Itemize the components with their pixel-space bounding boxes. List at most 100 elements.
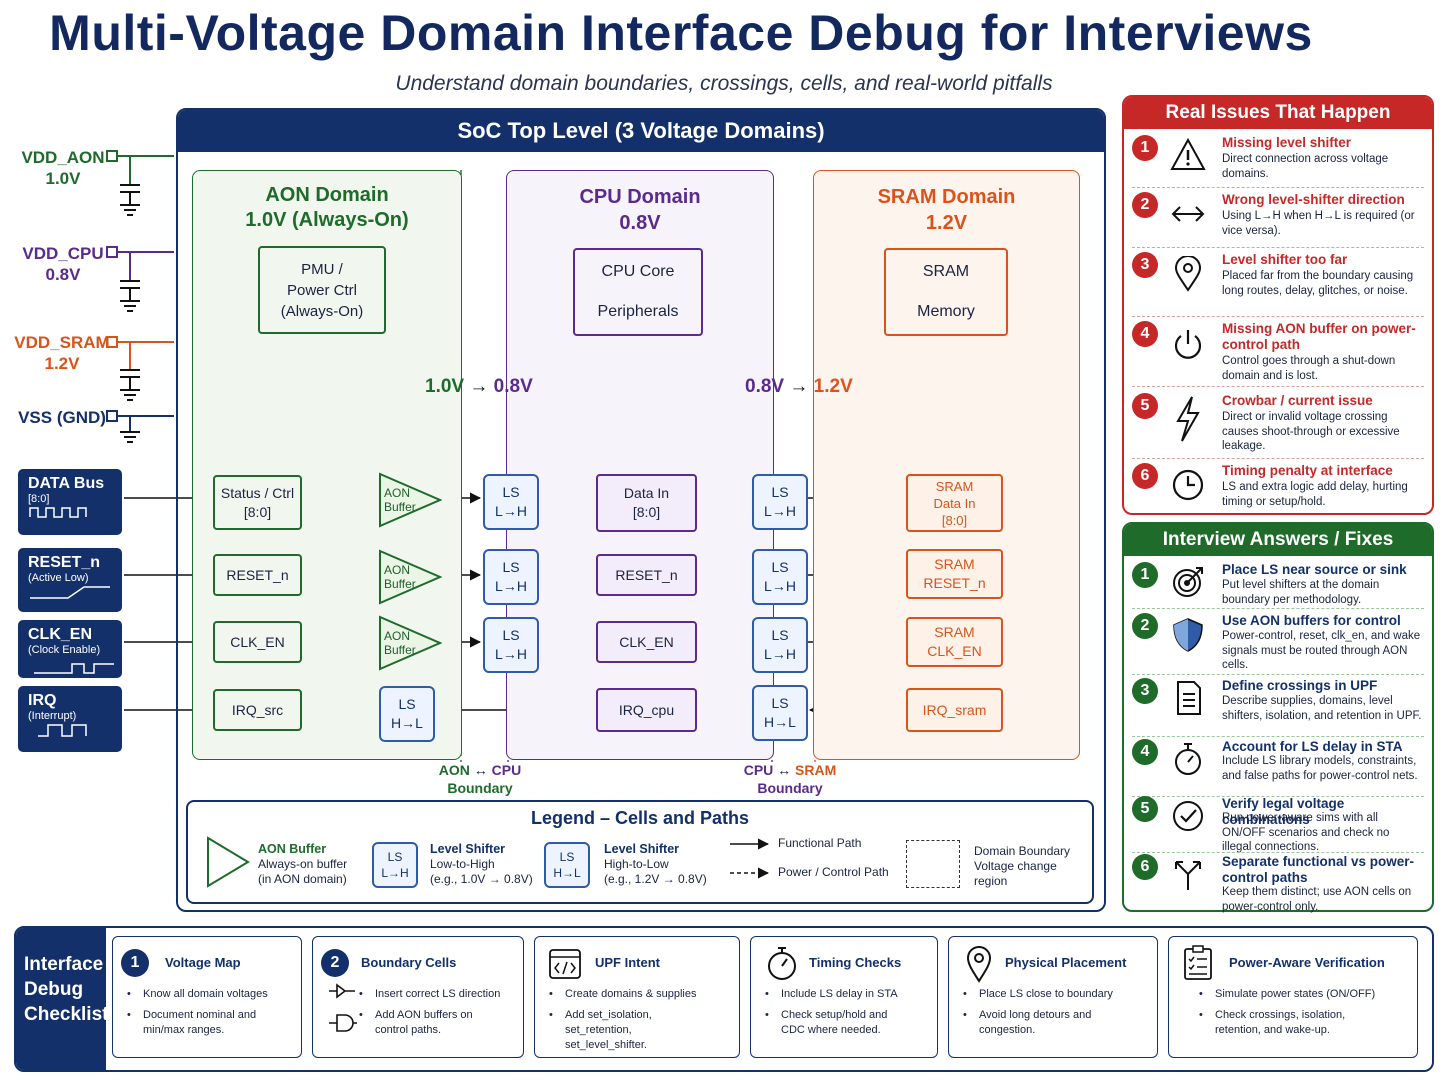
checklist-title-line: Checklist — [24, 1004, 109, 1025]
port-irq: IRQ (Interrupt) — [18, 686, 122, 752]
cpu-data-in-block: Data In[8:0] — [596, 474, 697, 532]
issues-title: Real Issues That Happen — [1124, 97, 1432, 129]
sram-reset-block: SRAM RESET_n — [906, 549, 1003, 599]
legend-power-path: Power / Control Path — [778, 865, 889, 879]
issue-desc: Using L→H when H→L is required (or vice … — [1222, 210, 1415, 237]
legend-line: (in AON domain) — [258, 872, 347, 886]
ls-dir: H→L — [553, 866, 581, 880]
answer-item: 2 Use AON buffers for control Power-cont… — [1130, 613, 1422, 673]
divider — [1132, 674, 1424, 675]
pmu-line: PMU / — [301, 260, 343, 278]
card-title: Physical Placement — [1005, 955, 1127, 970]
shield-icon — [1173, 618, 1203, 652]
port-name: DATA Bus — [28, 475, 105, 492]
sram-label: SRAM — [922, 263, 970, 280]
block-line: SRAM — [934, 556, 975, 572]
port-sub: (Clock Enable) — [28, 644, 101, 656]
legend-item-title: Level Shifter — [430, 842, 506, 856]
ls-label: LS — [559, 850, 575, 864]
block-line: RESET_n — [923, 575, 986, 591]
issue-number: 4 — [1132, 321, 1158, 347]
supply-value: 1.0V — [45, 169, 81, 188]
issue-desc: Placed far from the boundary causing lon… — [1222, 270, 1414, 297]
ls-label: LS — [502, 627, 520, 643]
block-line: [8:0] — [632, 504, 661, 520]
bdry-b: SRAM — [795, 762, 837, 778]
cpu-reset-block: RESET_n — [596, 554, 697, 596]
card-bullet: Create domains & supplies — [549, 987, 709, 1002]
port-reset-n: RESET_n (Active Low) — [18, 548, 122, 612]
checklist-title-line: Interface — [24, 954, 104, 975]
ls-dir: L→H — [495, 578, 527, 594]
legend-ls-hl: Level Shifter High-to-Low (e.g., 1.2V → … — [604, 842, 707, 887]
supply-name: VDD_SRAM — [14, 333, 110, 352]
crossing-cpu-sram-label: 0.8V → 1.2V — [745, 376, 853, 398]
buffer-triangle-icon — [379, 472, 443, 528]
card-bullets: Insert correct LS direction Add AON buff… — [359, 987, 500, 1044]
block-line: SRAM — [935, 478, 974, 494]
card-bullet: Include LS delay in STA — [765, 987, 898, 1002]
checklist-card-physical-placement: Physical Placement Place LS close to bou… — [948, 936, 1158, 1058]
legend-buffer-icon — [207, 836, 250, 888]
ls-dir: H→L — [391, 715, 423, 731]
ls-dir: L→H — [381, 866, 409, 880]
checklist-card-power-aware-verification: Power-Aware Verification Simulate power … — [1168, 936, 1418, 1058]
block-line: CLK_EN — [619, 633, 674, 650]
buffer-triangle-icon — [379, 549, 443, 605]
block-line: CLK_EN — [927, 643, 982, 659]
issue-desc: Direct connection across voltage domains… — [1222, 153, 1389, 180]
code-icon — [549, 949, 581, 979]
card-title: Voltage Map — [165, 955, 241, 970]
card-bullet: Place LS close to boundary — [963, 987, 1113, 1002]
double-arrow-icon — [1171, 206, 1205, 222]
issue-item: 4 Missing AON buffer on power-control pa… — [1130, 321, 1422, 383]
buffer-line: Buffer — [384, 500, 416, 514]
bdry-b: CPU — [491, 762, 522, 778]
divider — [1132, 187, 1424, 188]
legend-item-title: AON Buffer — [258, 842, 327, 856]
card-number: 1 — [121, 949, 149, 977]
legend-line: (e.g., 1.2V → 0.8V) — [604, 872, 707, 886]
cross-from: 1.0V — [425, 376, 465, 397]
legend-line: region — [974, 874, 1008, 888]
issue-number: 3 — [1132, 252, 1158, 278]
answer-item: 4 Account for LS delay in STA Include LS… — [1130, 739, 1422, 799]
location-pin-icon — [1174, 256, 1202, 292]
ls-dir: L→H — [764, 578, 796, 594]
answer-item: 5 Verify legal voltage combinations Run … — [1130, 796, 1422, 854]
cpu-domain-name: CPU Domain — [579, 186, 701, 208]
cpu-sram-boundary-label: CPU ↔ SRAM Boundary — [730, 761, 850, 797]
block-line: [8:0] — [243, 503, 272, 520]
cpu-core-block: CPU Core Peripherals — [573, 248, 703, 336]
legend-functional-path: Functional Path — [778, 836, 862, 850]
card-bullet: Check crossings, isolation, retention, a… — [1199, 1008, 1379, 1038]
ls-label: LS — [771, 627, 789, 643]
aon-domain-voltage: 1.0V (Always-On) — [245, 209, 409, 231]
buffer-line: AON — [384, 563, 411, 577]
block-line: RESET_n — [615, 566, 678, 583]
bdry-arrow: ↔ — [473, 762, 488, 778]
port-name: CLK_EN — [28, 626, 93, 643]
port-data-bus: DATA Bus [8:0] — [18, 469, 122, 535]
answer-heading: Separate functional vs power-control pat… — [1222, 854, 1415, 885]
card-bullet: Insert correct LS direction — [359, 987, 500, 1002]
check-circle-icon — [1173, 801, 1203, 831]
power-icon — [1174, 330, 1202, 359]
bus-waveform-icon — [29, 507, 87, 518]
pmu-block: PMU / Power Ctrl (Always-On) — [258, 246, 386, 334]
card-bullet: Know all domain voltages — [127, 987, 268, 1002]
page-title: Multi-Voltage Domain Interface Debug for… — [49, 5, 1313, 61]
checklist-icon — [1184, 945, 1212, 980]
card-bullet: Simulate power states (ON/OFF) — [1199, 987, 1379, 1002]
issue-heading: Missing level shifter — [1222, 135, 1352, 150]
issue-item: 1 Missing level shifter Direct connectio… — [1130, 135, 1422, 189]
pmu-line: Power Ctrl — [286, 281, 357, 299]
buffer-triangle-icon — [379, 615, 443, 671]
